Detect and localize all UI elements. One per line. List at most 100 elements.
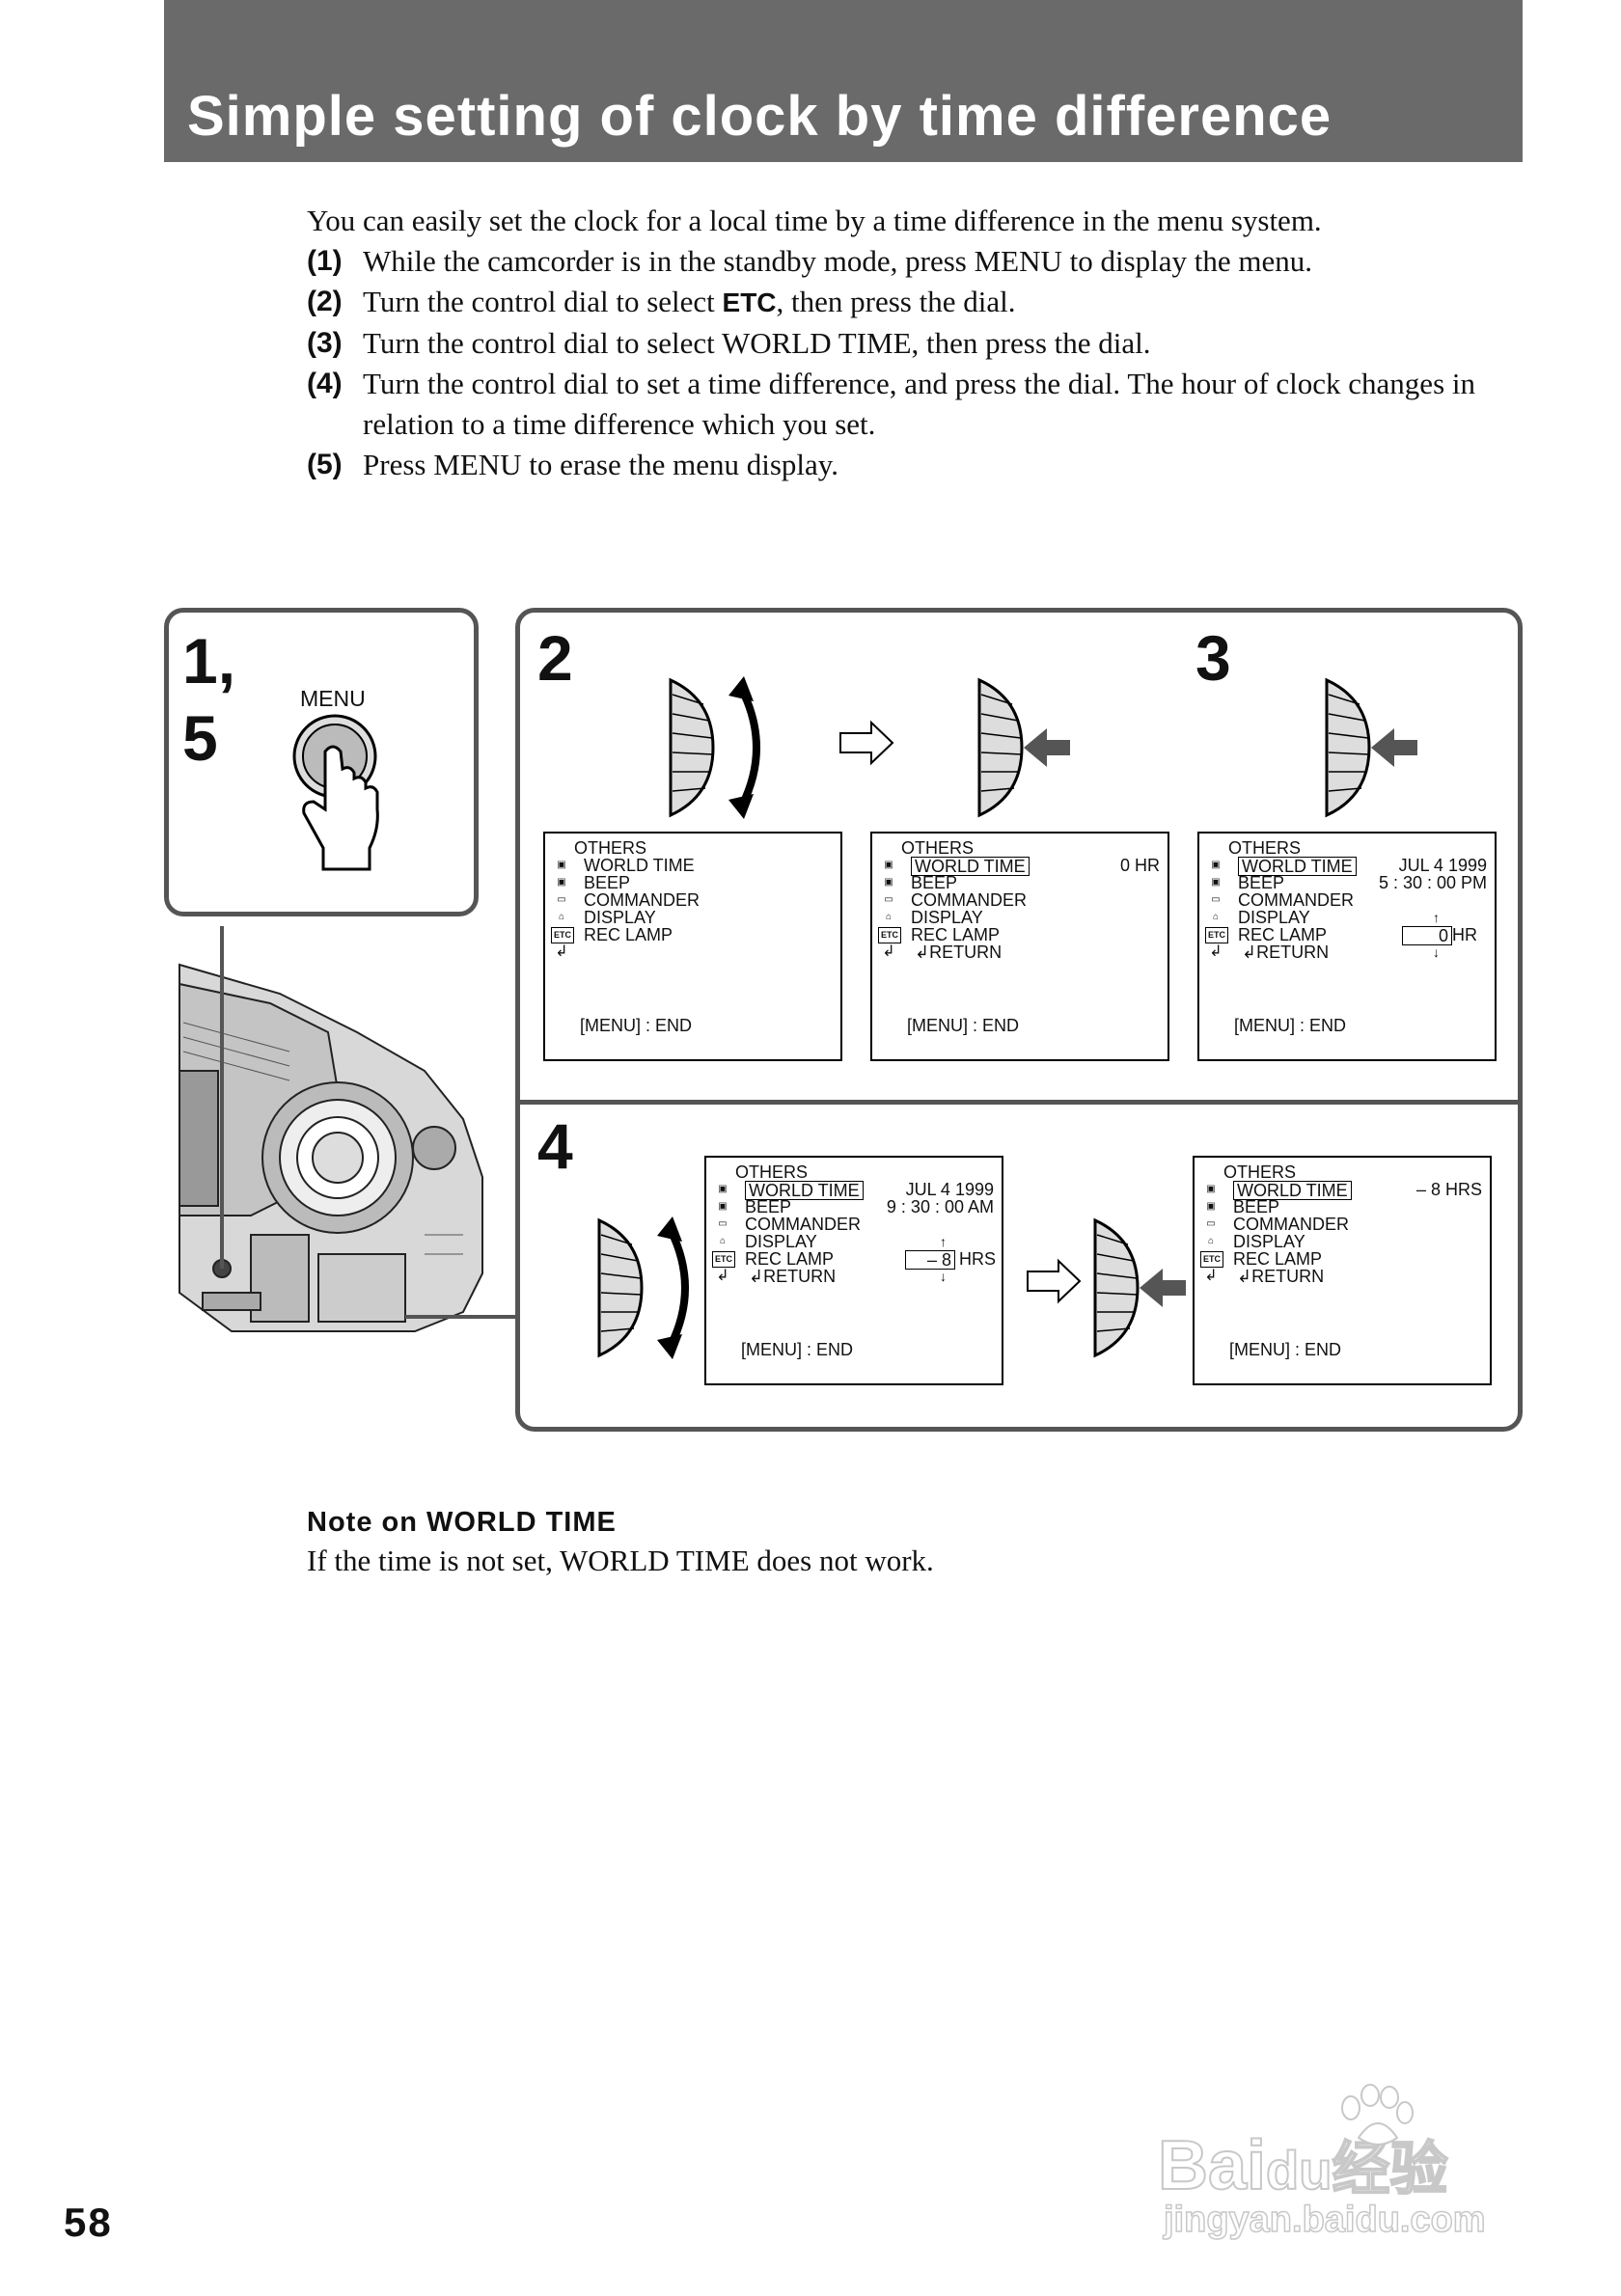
etc-icon: ETC [722,287,777,317]
vtr-icon: ▣ [884,877,893,888]
menu-screen-2: OTHERS▣WORLD TIME▣BEEP▭COMMANDER⌂DISPLAY… [870,832,1169,1061]
commander-icon: ▭ [1206,1218,1216,1229]
vtr-icon: ▣ [718,1201,728,1212]
value-down-arrow-icon: ↓ [1433,944,1440,960]
camera-icon: ▣ [1206,1184,1216,1194]
next-arrow-icon [839,720,894,766]
menu-item: REC LAMP [1233,1249,1323,1269]
menu-button-label: MENU [300,686,366,711]
step-number: (5) [307,449,343,480]
return-icon: ↲ [1204,1268,1218,1284]
menu-item: ↲RETURN [1242,943,1330,962]
menu-value: – 8 HRS [1415,1180,1482,1199]
step-1: (1)While the camcorder is in the standby… [307,241,1523,282]
camera-icon: ▣ [1211,860,1221,870]
control-dial-rotate-icon [597,1216,689,1359]
step-list: (1)While the camcorder is in the standby… [307,241,1523,485]
step-5: (5) Press MENU to erase the menu display. [307,445,1523,485]
menu-item: COMMANDER [911,890,1027,910]
commander-icon: ▭ [1211,894,1221,905]
menu-item: DISPLAY [911,908,983,927]
display-icon: ⌂ [719,1236,727,1246]
menu-item: BEEP [1233,1197,1280,1216]
menu-item: DISPLAY [1233,1232,1305,1251]
note-text: If the time is not set, WORLD TIME does … [307,1544,934,1577]
step-text: Press MENU to erase the menu display. [363,448,839,481]
vtr-icon: ▣ [557,877,566,888]
menu-item: BEEP [745,1197,792,1216]
menu-screen-4: OTHERS▣WORLD TIME▣BEEP▭COMMANDER⌂DISPLAY… [704,1156,1003,1385]
display-icon: ⌂ [1207,1236,1215,1246]
control-dial-press-icon [977,677,1070,818]
menu-screen-3: OTHERS▣WORLD TIME▣BEEP▭COMMANDER⌂DISPLAY… [1197,832,1497,1061]
etc-icon: ETC [712,1251,735,1268]
etc-icon: ETC [878,927,901,943]
watermark-text: 经验 [1331,2136,1448,2202]
note-heading: Note on WORLD TIME [307,1507,617,1538]
return-icon: ↲ [555,943,568,960]
display-icon: ⌂ [1212,912,1220,922]
page-title: Simple setting of clock by time differen… [187,85,1333,148]
menu-header: OTHERS [1223,1162,1297,1182]
step-3: (3) Turn the control dial to select WORLD… [307,323,1523,364]
baidu-jingyan-watermark: Baidu经验 jingyan.baidu.com [1157,2084,1544,2241]
step-text: Turn the control dial to select WORLD TI… [363,326,1151,360]
vtr-icon: ▣ [1211,877,1221,888]
menu-footer: [MENU] : END [1229,1340,1342,1359]
camcorder-illustration [179,926,516,1332]
menu-header: OTHERS [1228,838,1302,858]
menu-item: WORLD TIME [1233,1181,1352,1200]
menu-item: REC LAMP [1238,925,1328,944]
menu-value: 5 : 30 : 00 PM [1378,873,1487,892]
menu-footer: [MENU] : END [580,1016,693,1035]
step-text: Turn the control dial to set a time diff… [363,367,1475,441]
value-up-arrow-icon: ↑ [1433,910,1440,925]
step-2: (2) Turn the control dial to select ETC, … [307,282,1523,323]
menu-value: 0 HR [1119,856,1160,875]
menu-item: BEEP [911,873,958,892]
menu-item: WORLD TIME [1238,857,1357,876]
etc-icon: ETC [551,927,574,943]
menu-item: COMMANDER [1238,890,1354,910]
menu-footer: [MENU] : END [741,1340,854,1359]
menu-item: COMMANDER [745,1215,861,1234]
watermark-text: du [1265,2139,1333,2201]
step-text: While the camcorder is in the standby mo… [363,244,1313,278]
step-label-1-5: 1, 5 [182,625,236,774]
control-dial-rotate-icon [669,676,760,819]
menu-item: WORLD TIME [584,856,695,875]
time-difference-value: – 8 [905,1250,955,1270]
next-arrow-icon [1027,1258,1082,1304]
display-icon: ⌂ [885,912,893,922]
watermark-url: jingyan.baidu.com [1163,2199,1486,2241]
menu-item: DISPLAY [745,1232,817,1251]
menu-header: OTHERS [735,1162,809,1182]
camera-icon: ▣ [884,860,893,870]
intro-text: You can easily set the clock for a local… [307,204,1322,237]
menu-button-press-icon [292,714,379,871]
return-icon: ↲ [1209,943,1223,960]
menu-item: ↲RETURN [1237,1267,1325,1286]
step-number: (3) [307,327,343,359]
time-difference-value: 0 [1402,926,1452,945]
value-down-arrow-icon: ↓ [940,1269,947,1284]
page-number: 58 [64,2200,113,2245]
menu-item: DISPLAY [1238,908,1310,927]
camera-icon: ▣ [557,860,566,870]
step-text: , then press the dial. [776,285,1016,318]
step-4: (4) Turn the control dial to set a time d… [307,364,1523,445]
menu-value: JUL 4 1999 [905,1180,994,1199]
step-text: Turn the control dial to select [363,285,723,318]
menu-header: OTHERS [901,838,975,858]
time-difference-unit: HR [1452,925,1477,944]
step-number: (4) [307,368,343,399]
step-number: (2) [307,286,343,317]
menu-item: DISPLAY [584,908,656,927]
return-icon: ↲ [882,943,895,960]
vtr-icon: ▣ [1206,1201,1216,1212]
menu-header: OTHERS [574,838,647,858]
camera-icon: ▣ [718,1184,728,1194]
menu-item: REC LAMP [745,1249,835,1269]
etc-icon: ETC [1205,927,1228,943]
time-difference-unit: HRS [959,1249,997,1269]
